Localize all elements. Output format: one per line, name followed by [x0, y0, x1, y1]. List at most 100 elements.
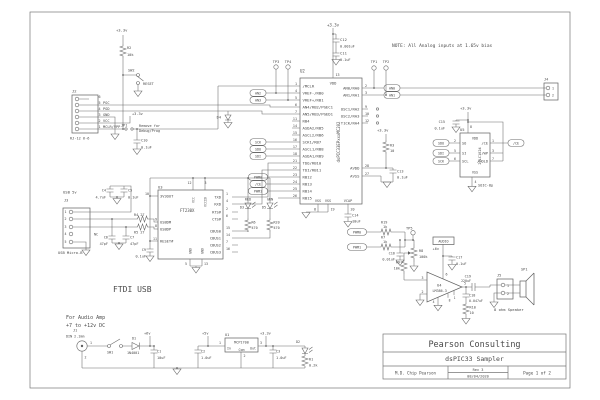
- tag-sdo-mem: SDO: [438, 141, 444, 145]
- u2-p16: SCK1/RB7: [303, 139, 322, 144]
- j3-n1: 1: [65, 210, 67, 214]
- junction-dot: [204, 177, 206, 179]
- tp2: TP2: [383, 60, 390, 64]
- wires-analog-right: [370, 70, 547, 183]
- ground-symbol: [81, 249, 91, 257]
- u4-n5: 5: [464, 282, 466, 286]
- u5-ce: /CE: [482, 141, 489, 145]
- ground-symbol: [191, 267, 201, 274]
- u3-3v3out: 3V3OUT: [160, 194, 174, 198]
- c3-ref: C3: [276, 350, 280, 354]
- tag-sck-left: SCK: [255, 140, 262, 144]
- c5-val: 0.1uF: [128, 196, 139, 200]
- u5-part: 23LC1024: [478, 147, 482, 164]
- u3-n14: 14: [226, 233, 230, 237]
- u5-vss: VSS: [472, 171, 478, 175]
- j2-n3: 3: [98, 113, 100, 117]
- r9-ref: R9: [396, 261, 400, 265]
- j2-type: RJ-12 6-6: [70, 137, 89, 141]
- u2-n22: 22: [293, 166, 297, 170]
- ground-symbol: [461, 318, 471, 325]
- j2-p3: GND: [103, 113, 110, 117]
- connector-pin-circle: [68, 224, 74, 230]
- capacitor-symbol: [150, 349, 158, 354]
- j2-ref: J2: [72, 89, 77, 94]
- u5-hold: /HOLD: [477, 159, 488, 163]
- connector-pin-circle: [74, 120, 80, 126]
- c12-val: 0.001uF: [340, 45, 355, 49]
- tag-an3-shape: [249, 96, 267, 104]
- speaker-cone-icon: [525, 272, 535, 306]
- u2-n3: 3: [365, 91, 367, 95]
- r8-wiper-arrow: [408, 251, 411, 255]
- junction-dot: [153, 345, 155, 347]
- d3-led-icon: [244, 201, 256, 210]
- d3-lbl: RED: [245, 198, 251, 202]
- u3-usbdm: USBDM: [160, 220, 172, 224]
- d5-ref: D5: [262, 206, 266, 210]
- connector-pin-circle: [68, 209, 74, 215]
- junction-dot: [385, 94, 387, 96]
- switch-contact-circle: [136, 81, 140, 85]
- u4-part: LM386-3: [433, 289, 447, 293]
- j4-analog-box: [543, 82, 559, 101]
- c7-val: 47pF: [130, 242, 138, 246]
- u5-vdd: VDD: [472, 137, 478, 141]
- c18-ref: C18: [469, 294, 475, 298]
- testpoint-circle: [285, 64, 291, 70]
- u5-n3: 3: [492, 149, 494, 153]
- schematic-title: dsPIC33 Sampler: [445, 355, 504, 363]
- tag-sdo-left: SDO: [255, 147, 261, 151]
- capacitor-symbol: [332, 38, 340, 43]
- u2-vcap: VCAP: [344, 199, 352, 203]
- j1-jack-icon: [76, 340, 88, 352]
- date: 08/04/2020: [467, 374, 489, 378]
- u2-vdd: VDD: [330, 81, 338, 86]
- tag-sck-left-shape: [249, 138, 267, 146]
- r10-val: 10: [470, 311, 474, 315]
- u5-n6: 6: [454, 157, 456, 161]
- junction-dot: [467, 119, 469, 121]
- connector-pin-circle: [500, 282, 506, 288]
- j4-1: 1: [552, 87, 554, 91]
- junction-dot: [332, 33, 334, 35]
- connector-pin-circle: [74, 114, 80, 120]
- u4-n2: 2: [422, 290, 424, 294]
- u3-usbdp: USBDP: [160, 227, 172, 231]
- testpoint-circle: [383, 65, 389, 71]
- j1-n1: 1: [90, 341, 92, 345]
- u3-ft230x-box: [157, 189, 224, 260]
- tag-pwm1-left: PWM1: [254, 189, 262, 193]
- r20-val: 470: [274, 226, 280, 230]
- u2-p1: /MCLR: [303, 83, 315, 88]
- title-block-grid: [383, 351, 566, 379]
- u5-memory-box: [459, 132, 491, 178]
- u2-n6: 6: [295, 103, 297, 107]
- tag-pwm0-audio: PWM0: [353, 230, 361, 234]
- j2-n1: 1: [98, 125, 100, 129]
- pwr-3v3-mem: +3.3v: [460, 106, 472, 111]
- pwr-3v3-avdd: +3.3v: [377, 128, 389, 133]
- u2-n2: 2: [365, 84, 367, 88]
- sw1-lever-icon: [110, 338, 121, 346]
- u2-p12: T1CK/RA4: [341, 120, 360, 125]
- tag-sdi-mem: SDI: [438, 151, 444, 155]
- pwr-6v: +6v: [144, 332, 151, 336]
- u1-out: Out: [250, 347, 256, 351]
- u3-n8: 8: [155, 224, 157, 228]
- wires-u2-tags: [266, 69, 292, 199]
- tp4: TP4: [285, 60, 292, 64]
- capacitor-symbol: [120, 188, 128, 193]
- ground-symbol: [451, 126, 461, 134]
- u2-n14: 14: [293, 124, 297, 128]
- open-pin-circle: [375, 114, 379, 118]
- u5-n4: 4: [475, 180, 477, 184]
- capacitor-symbol: [389, 169, 397, 174]
- r7-ref: R7: [381, 236, 385, 240]
- u5-si: SI: [462, 151, 466, 155]
- j1-type: DIN 2.1mm: [66, 335, 84, 339]
- ground-symbol: [415, 299, 425, 307]
- r2-val: 10k: [127, 53, 134, 57]
- u2-p7: AN5/RB3/PGED1: [303, 111, 334, 116]
